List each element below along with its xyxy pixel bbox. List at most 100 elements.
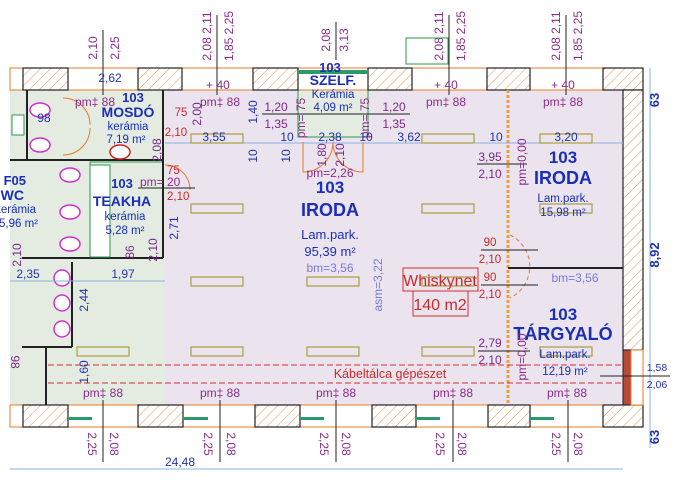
room-name: IRODA xyxy=(534,168,592,188)
window-height: 2,08 2,11 xyxy=(200,11,214,60)
window-height: 2,08 xyxy=(107,432,121,456)
dim: 1,40 xyxy=(246,100,260,124)
room-number: F05 xyxy=(4,173,26,188)
dim: 1,20 xyxy=(382,100,406,114)
dim: 1,35 xyxy=(264,117,288,131)
room-iroda-main: 103 IRODA Lam.park. 95,39 m² bm=3,56 xyxy=(301,178,359,275)
dim: 2,79 xyxy=(478,336,502,350)
sill-level: pm‡ 88 xyxy=(426,95,466,109)
room-area: 15,98 m² xyxy=(540,207,586,219)
dim: pm=0,00 xyxy=(515,333,529,380)
dim: 2,44 xyxy=(77,288,91,312)
top-wall xyxy=(9,67,644,91)
room-iroda-small: 103 IRODA Lam.park. 15,98 m² xyxy=(534,148,592,219)
light-fixtures xyxy=(76,133,593,357)
window-height: 2,25 xyxy=(85,432,99,456)
dim: 2,10 xyxy=(478,167,502,181)
dim: 90 xyxy=(484,272,497,284)
window-height: 2,08 xyxy=(339,432,353,456)
room-number: 103 xyxy=(549,305,577,324)
room-name: SZELF. xyxy=(310,72,357,88)
window-height: 2,08 xyxy=(224,432,238,456)
window-height: 2,08 2,11 xyxy=(549,11,563,60)
dim: 3,95 xyxy=(478,150,502,164)
window-height: 2,25 xyxy=(549,432,563,456)
window-height: 2,06 xyxy=(647,379,668,391)
dim: 98 xyxy=(8,355,22,369)
room-name: TEAKHA xyxy=(93,193,151,209)
room-floor: Kerámia xyxy=(312,89,355,101)
window-height: 2,10 xyxy=(86,36,100,60)
room-area: 5,28 m² xyxy=(106,225,145,237)
dim: 75 xyxy=(175,107,188,119)
room-area: 95,39 m² xyxy=(304,244,356,259)
room-name: WC xyxy=(1,187,24,203)
room-szelf: 103 SZELF. Kerámia 4,09 m² xyxy=(310,60,357,114)
window-width: 2,62 xyxy=(98,71,122,85)
room-area: 7,19 m² xyxy=(107,134,146,146)
dim: 2,38 xyxy=(318,130,342,144)
door-swings xyxy=(62,97,531,299)
window-height: 2,08 xyxy=(571,432,585,456)
sanitary-fixtures xyxy=(29,102,131,338)
right-wall xyxy=(622,89,644,351)
room-number: 103 xyxy=(316,178,344,197)
room-mosdo: 103 MOSDÓ kerámia 7,19 m² xyxy=(102,90,155,146)
sill-level: pm‡ 88 xyxy=(547,386,587,400)
wall-thickness: 63 xyxy=(647,430,662,444)
dim: 3,55 xyxy=(202,130,226,144)
dim: 98 xyxy=(37,111,51,125)
room-number: 103 xyxy=(122,90,144,105)
dim: 2,10 xyxy=(479,254,501,266)
dim: 2,00 xyxy=(190,102,204,126)
wall-thickness: 63 xyxy=(647,93,662,107)
asm-label: asm=3,22 xyxy=(371,258,385,311)
sill-offset: + 40 xyxy=(551,78,575,92)
dim: 3,62 xyxy=(397,130,421,144)
room-floor: Lam.park. xyxy=(539,349,590,361)
right-column xyxy=(622,349,632,406)
sill-offset: + 40 xyxy=(434,78,458,92)
room-floor: kerámia xyxy=(0,204,37,216)
room-number: 103 xyxy=(549,148,577,167)
window-height: 2,08 xyxy=(455,432,469,456)
whiskynet-area: 140 m2 xyxy=(413,297,466,314)
sill-level: pm‡ 88 xyxy=(543,95,583,109)
top-window-dims: 2,10 2,25 2,08 2,11 1,85 2,25 2,08 3,13 … xyxy=(86,11,585,95)
room-floor: Lam.park. xyxy=(301,227,359,242)
dim: 2,10 xyxy=(146,238,160,262)
kitchen-counter xyxy=(89,164,111,258)
room-number: 103 xyxy=(319,60,341,75)
window-height: 1,85 2,25 xyxy=(454,11,468,61)
dim: 2,10 xyxy=(165,127,187,139)
dim: 10 xyxy=(489,130,503,144)
sill-level: pm‡ 88 xyxy=(75,95,115,109)
dim: pm= 20 xyxy=(140,175,181,189)
dim: 1,97 xyxy=(111,267,135,281)
dim: 2,10 xyxy=(10,243,24,267)
window-height: 2,08 2,11 xyxy=(432,11,446,60)
room-number: 103 xyxy=(111,176,133,191)
bottom-wall xyxy=(9,404,644,428)
dim: 1,20 xyxy=(264,100,288,114)
dim: 10 xyxy=(359,130,373,144)
window-height: 1,85 2,25 xyxy=(571,11,585,61)
sill-level: pm‡ 88 xyxy=(83,386,123,400)
bottom-window-dims: 2,25 2,08 2,25 2,08 2,25 2,08 2,25 2,08 … xyxy=(85,400,585,462)
window-height: 2,08 xyxy=(319,28,333,52)
sill-level: pm‡ 88 xyxy=(433,386,473,400)
room-floor: kerámia xyxy=(105,211,147,223)
dim: 2,08 xyxy=(150,138,164,162)
room-height: bm=3,56 xyxy=(551,271,598,285)
window-height: 2,25 xyxy=(108,36,122,60)
room-targyalo: bm=3,56 103 TÁRGYALÓ Lam.park. 12,19 m² xyxy=(513,271,612,378)
dim: 1,60 xyxy=(77,360,91,384)
dim: 1,35 xyxy=(382,117,406,131)
dim: 90 xyxy=(484,237,497,249)
whiskynet-area-box xyxy=(412,290,469,317)
window-height: 2,25 xyxy=(317,432,331,456)
dim: 10 xyxy=(279,149,293,163)
room-height: bm=3,56 xyxy=(306,261,353,275)
dim: 86 xyxy=(123,245,137,259)
